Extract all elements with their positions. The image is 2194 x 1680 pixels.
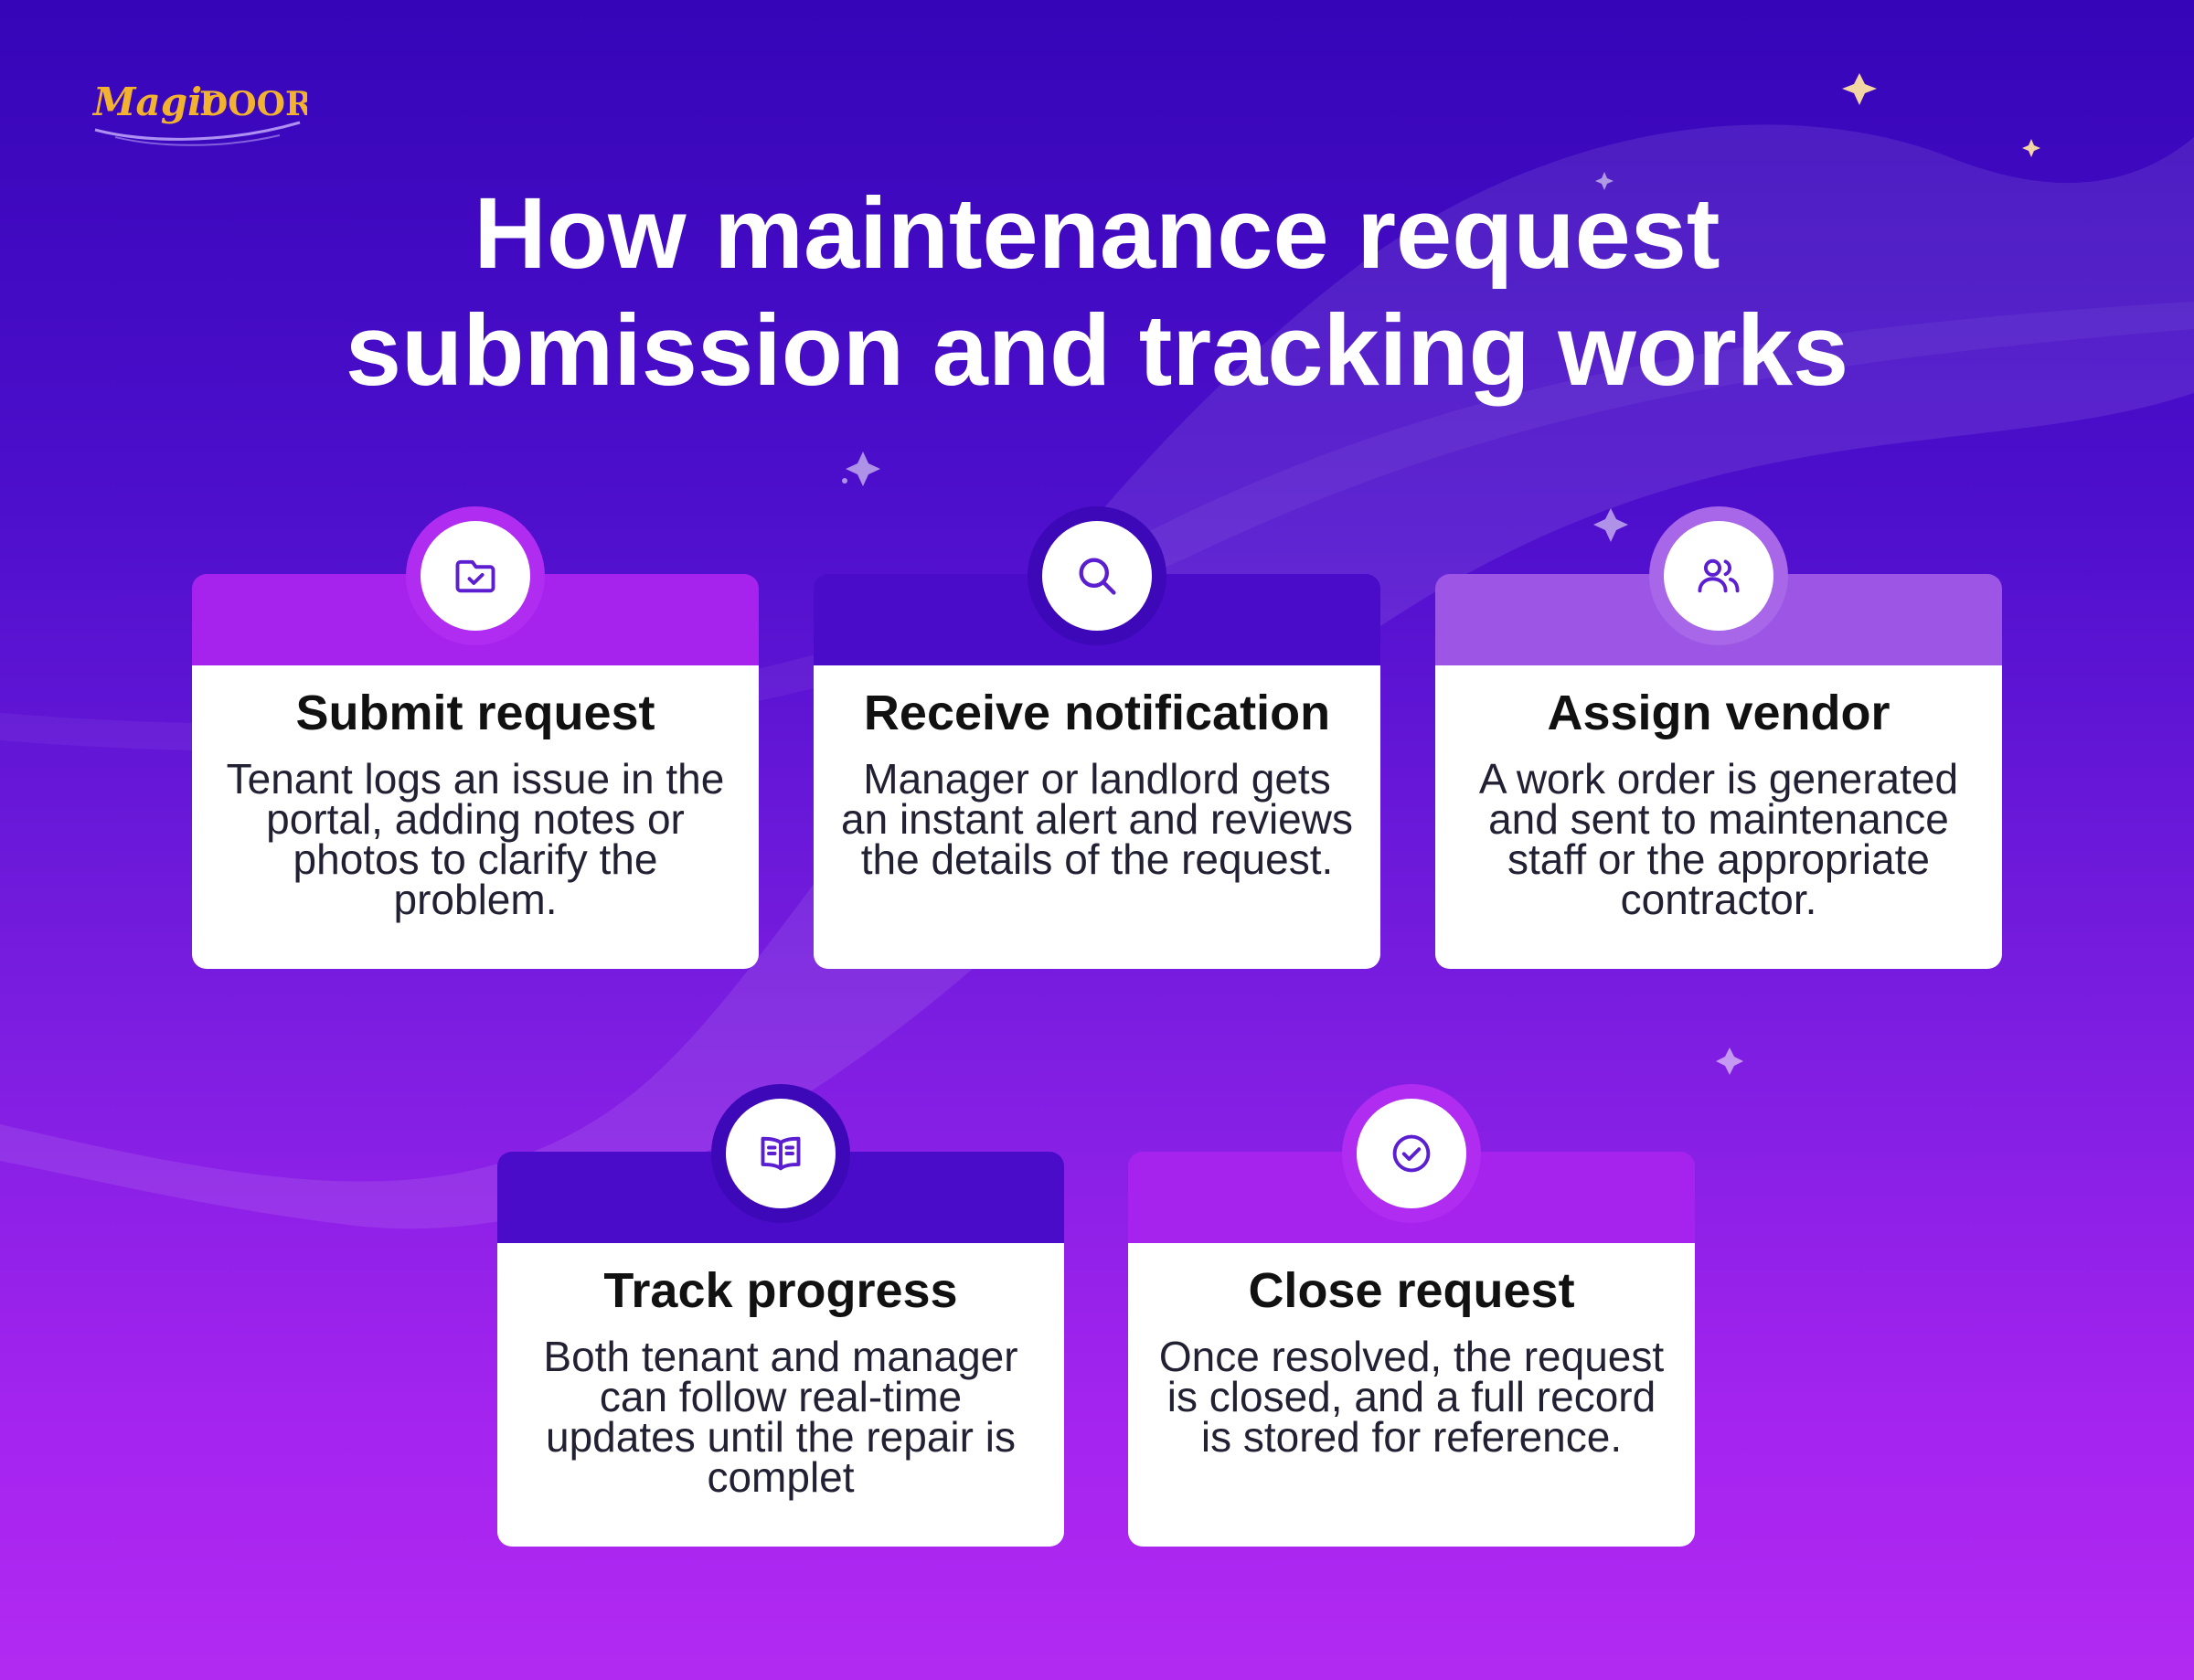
book-open-icon (761, 1136, 801, 1171)
step-card-body (497, 1243, 1064, 1547)
step-card-assign-vendor: Assign vendor A work order is generated … (1435, 506, 2002, 969)
sparkle-icon (842, 172, 1743, 1075)
search-icon (1079, 558, 1116, 595)
step-card-body (814, 665, 1380, 969)
step-title: Track progress (603, 1263, 958, 1318)
step-description: Once resolved, the request is closed, an… (1158, 1333, 1665, 1461)
magicdoor-logo: Magic DOOR (91, 80, 307, 146)
step-card-track-progress: Track progress Both tenant and manager c… (497, 1084, 1064, 1547)
step-title: Close request (1248, 1263, 1575, 1318)
check-circle-icon (1392, 1134, 1431, 1173)
background-swoosh-upper (0, 302, 2194, 751)
icon-badge (1357, 1099, 1466, 1208)
step-description: A work order is generated and sent to ma… (1478, 755, 1959, 923)
page-title: How maintenance request submission and t… (183, 175, 2011, 409)
icon-badge (421, 521, 530, 631)
step-card-receive-notification: Receive notification Manager or landlord… (814, 506, 1380, 969)
sparkle-icon (1842, 73, 2040, 157)
step-card-close-request: Close request Once resolved, the request… (1128, 1084, 1695, 1547)
svg-text:DOOR: DOOR (199, 85, 307, 123)
step-card-body (192, 665, 759, 969)
step-title: Receive notification (863, 686, 1331, 740)
step-card-body (1128, 1243, 1695, 1547)
step-description: Both tenant and manager can follow real-… (543, 1333, 1018, 1501)
users-icon (1698, 558, 1740, 593)
icon-badge (1042, 521, 1152, 631)
svg-text:Magic: Magic (91, 80, 226, 124)
page-title-line-2: submission and tracking works (345, 294, 1849, 407)
step-card-body (1435, 665, 2002, 969)
icon-badge (1664, 521, 1773, 631)
folder-check-icon (455, 559, 495, 593)
step-card-submit-request: Submit request Tenant logs an issue in t… (192, 506, 759, 969)
step-description: Tenant logs an issue in the portal, addi… (226, 755, 725, 923)
icon-badge (726, 1099, 836, 1208)
page-title-line-1: How maintenance request (474, 177, 1720, 290)
step-description: Manager or landlord gets an instant aler… (841, 755, 1353, 883)
step-title: Assign vendor (1547, 686, 1890, 740)
step-title: Submit request (295, 686, 655, 740)
